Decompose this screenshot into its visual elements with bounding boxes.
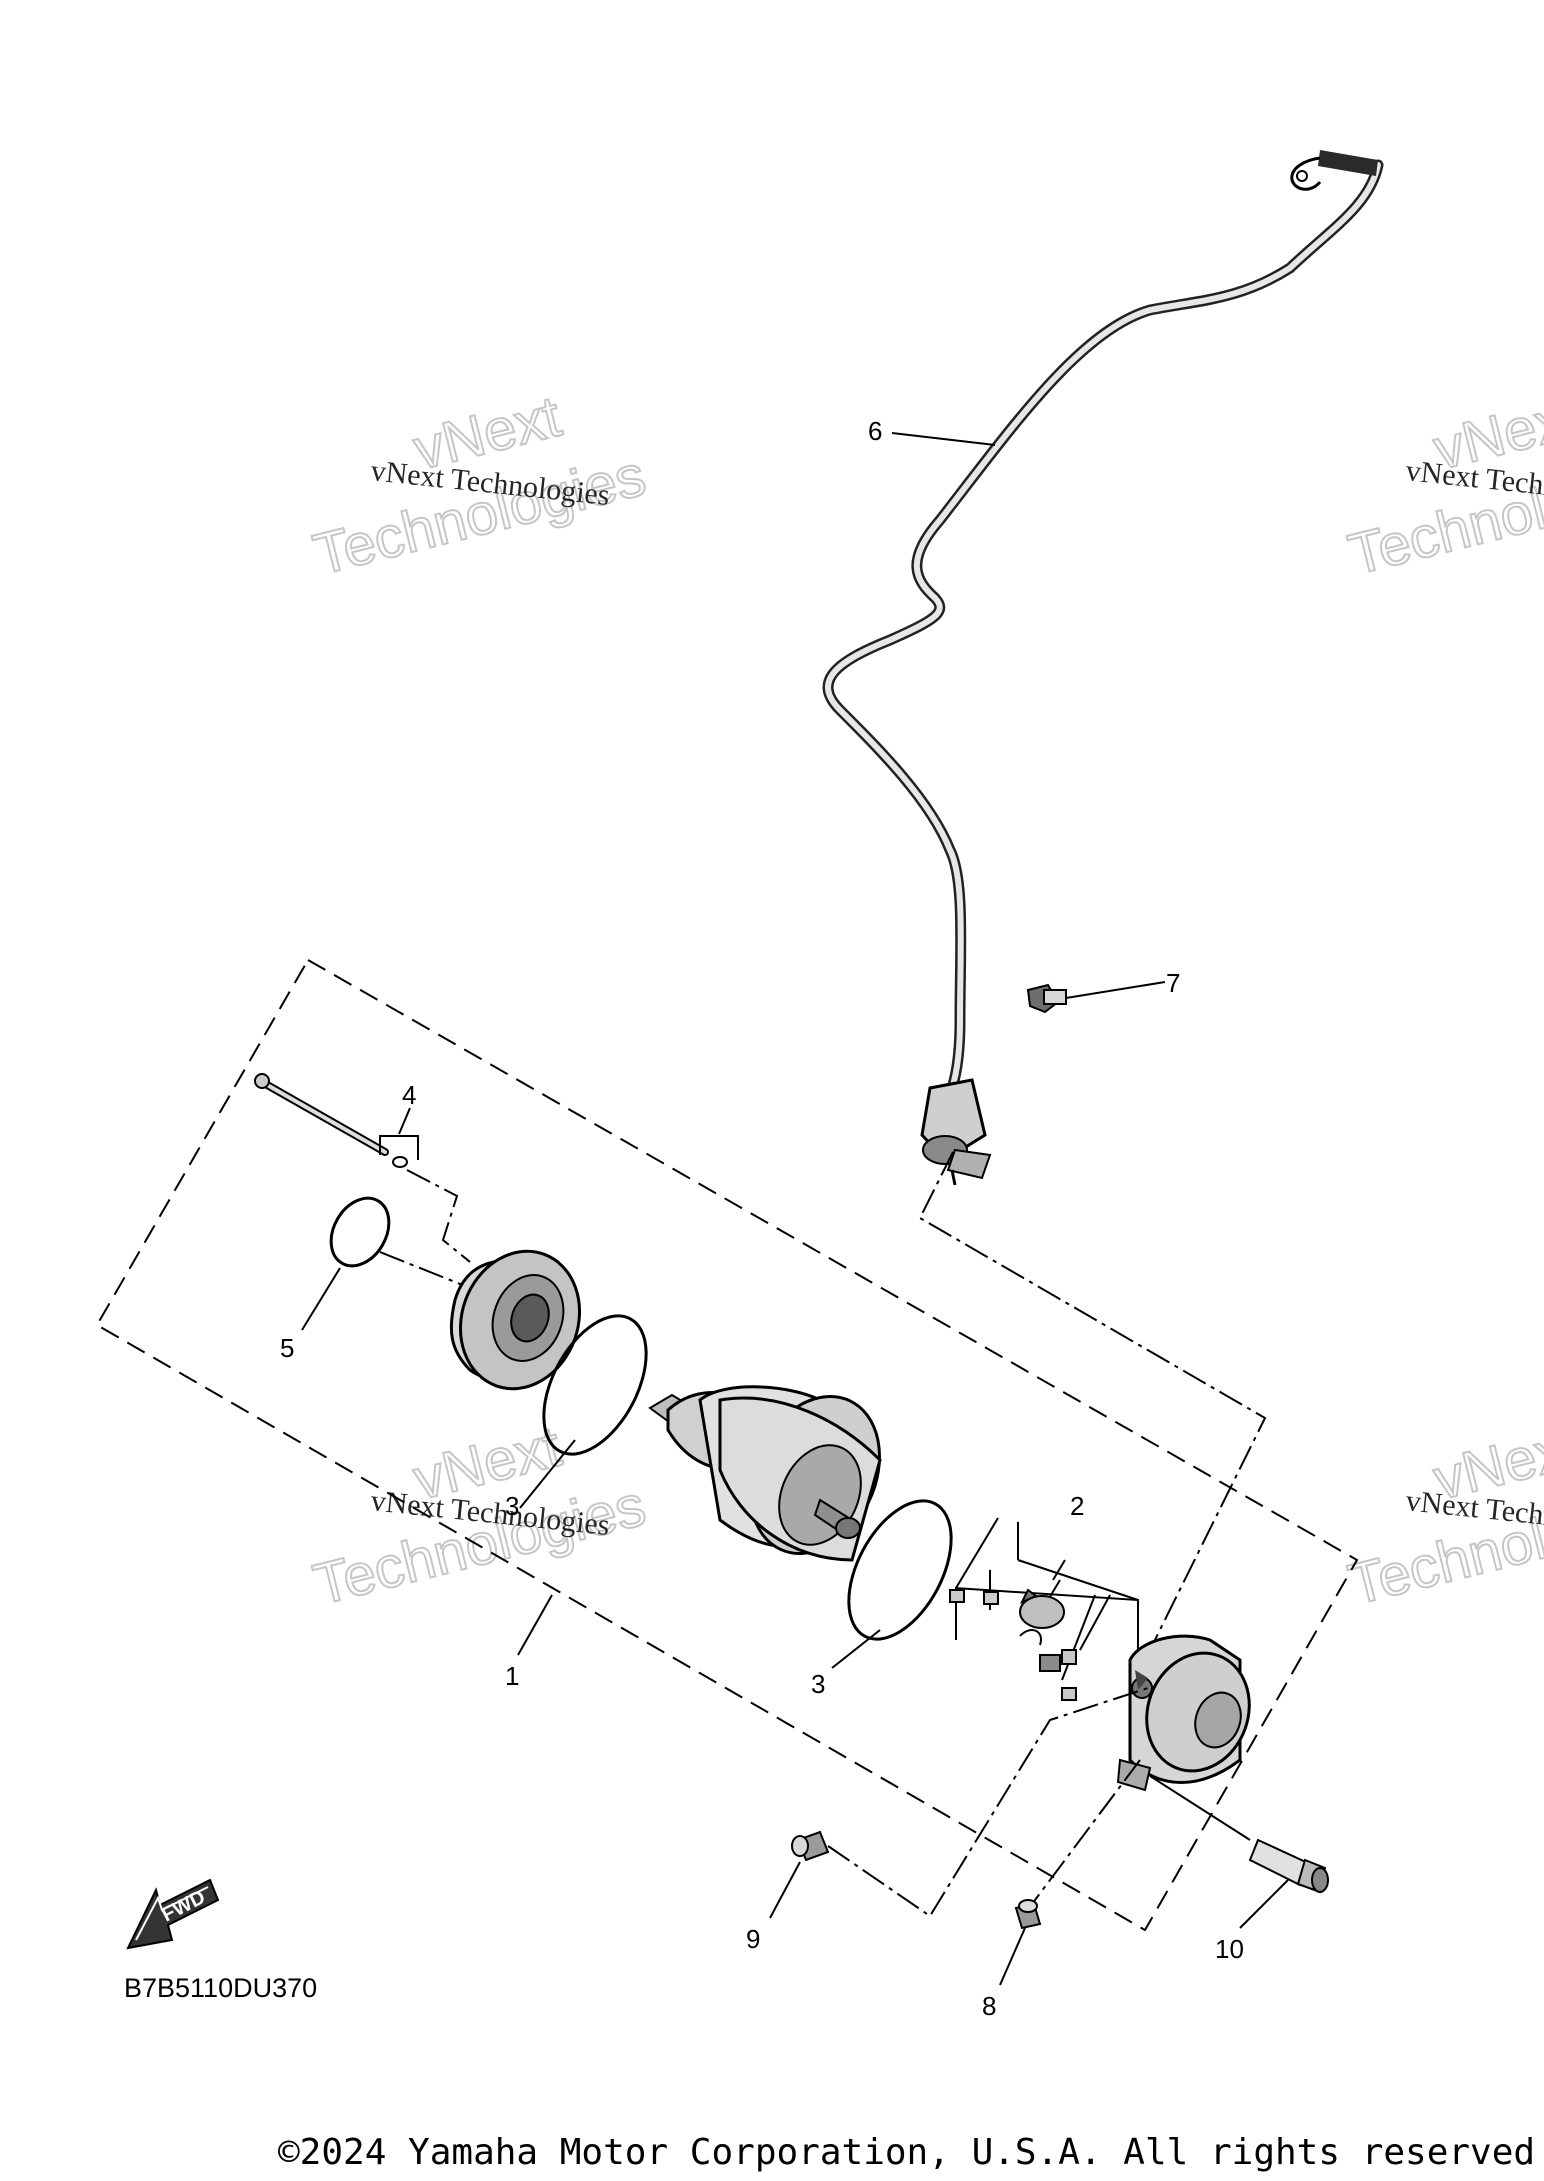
callout-7: 7 [1166,968,1180,998]
callout-3-front: 3 [505,1491,519,1521]
diagram-code: B7B5110DU370 [124,1973,317,2003]
callout-2: 2 [1070,1491,1084,1521]
rear-cover [1116,1634,1251,1792]
o-ring-5 [329,1196,391,1268]
callout-1: 1 [505,1661,519,1691]
watermark-right-bottom: vNext Technologies vNext Technologies [1341,1413,1544,1619]
watermark-right-top: vNext Technologies vNext Technologies [1341,383,1544,589]
callout-10: 10 [1215,1934,1244,1964]
o-ring-3-front [542,1314,648,1456]
watermark-left-top: vNext Technologies vNext Technologies [306,383,652,589]
fwd-arrow-icon: FWD [126,1878,220,1950]
o-ring-3-rear [847,1499,953,1641]
long-bolt-4 [254,1073,408,1168]
leader-cable-to-switch [918,1151,1267,1661]
callout-5: 5 [280,1333,294,1363]
bolt-9 [791,1830,830,1862]
callout-8: 8 [982,1991,996,2021]
copyright-notice: ©2024 Yamaha Motor Corporation, U.S.A. A… [278,2132,1536,2173]
callout-4: 4 [402,1080,416,1110]
callout-6: 6 [868,416,882,446]
starter-yoke [648,1385,882,1562]
screw-8 [1014,1899,1042,1930]
leader-bolt-to-cover [406,1169,471,1263]
callout-9: 9 [746,1924,760,1954]
brush-holder-set [949,1517,1139,1701]
callout-3-rear: 3 [811,1669,825,1699]
front-cover [449,1249,582,1391]
bolt-10 [1248,1838,1329,1894]
starter-cable [822,150,1384,1186]
bolt-7 [1026,983,1067,1014]
assembly-boundary [95,958,1359,1932]
